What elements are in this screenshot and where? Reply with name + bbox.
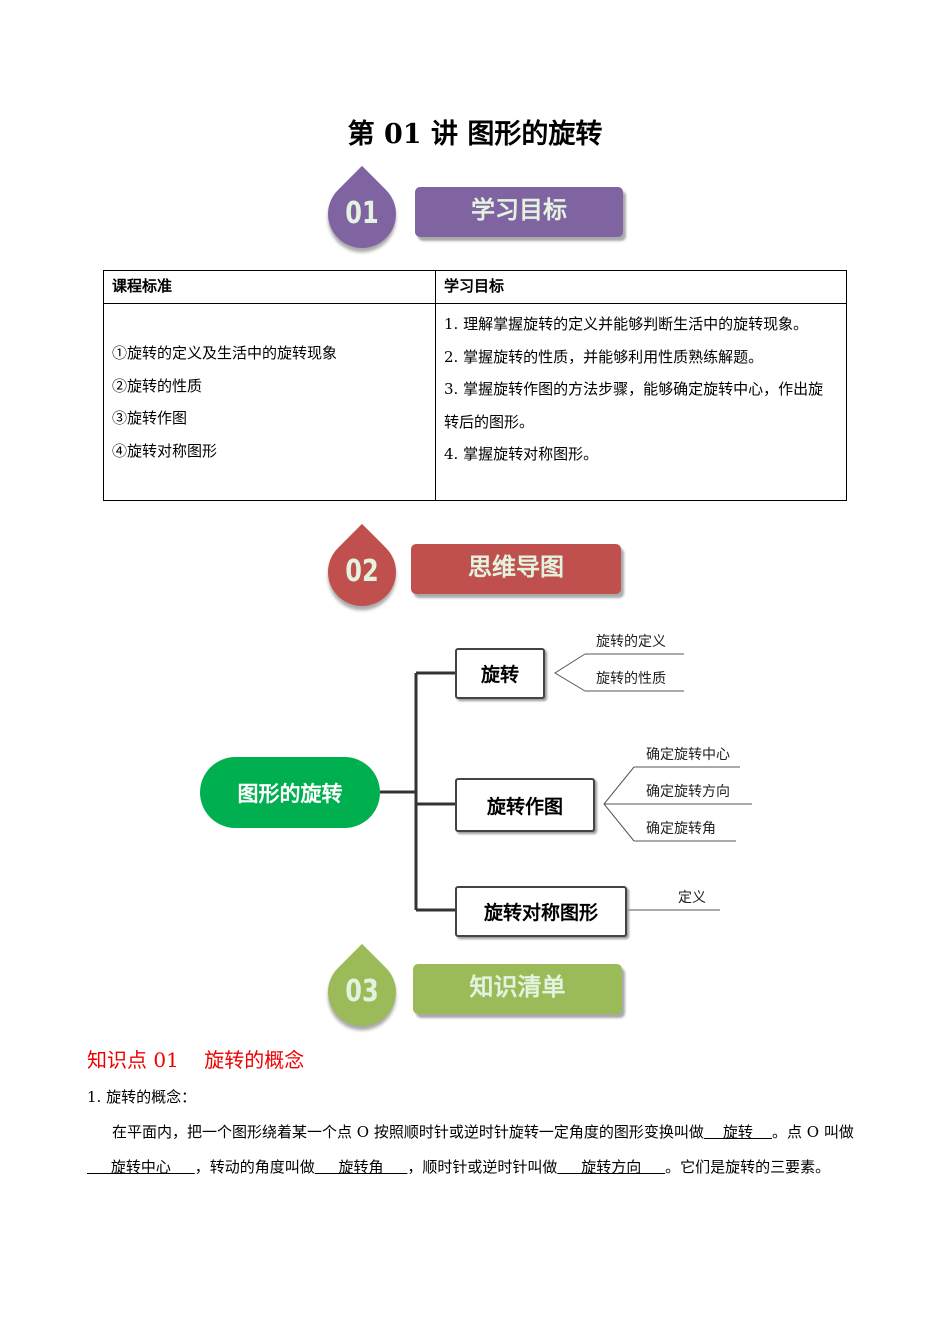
mindmap-branch: 旋转 bbox=[455, 648, 545, 699]
section-number: 02 bbox=[345, 554, 379, 589]
knowledge-item-title: 1. 旋转的概念： bbox=[87, 1088, 197, 1106]
section-number: 01 bbox=[345, 196, 379, 231]
section-title: 思维导图 bbox=[411, 544, 621, 594]
answer-blank: 旋转角 bbox=[314, 1158, 408, 1176]
mindmap-root: 图形的旋转 bbox=[200, 757, 380, 828]
mindmap-branch: 旋转对称图形 bbox=[455, 886, 627, 937]
standard-item: ②旋转的性质 bbox=[112, 376, 203, 395]
mindmap-leaf: 旋转的定义 bbox=[596, 634, 666, 650]
goal-item: 1. 理解掌握旋转的定义并能够判断生活中的旋转现象。 bbox=[444, 315, 809, 333]
objectives-table: 课程标准 学习目标 ①旋转的定义及生活中的旋转现象 ②旋转的性质 ③旋转作图 ④… bbox=[103, 270, 847, 501]
mindmap-leaf: 旋转的性质 bbox=[596, 671, 666, 687]
mindmap-leaf: 定义 bbox=[678, 890, 706, 906]
mindmap-leaf: 确定旋转中心 bbox=[646, 747, 730, 763]
answer-blank: 旋转 bbox=[703, 1123, 772, 1141]
text: ，顺时针或逆时针叫做 bbox=[407, 1158, 558, 1176]
answer-blank: 旋转中心 bbox=[87, 1158, 195, 1176]
standard-item: ①旋转的定义及生活中的旋转现象 bbox=[112, 344, 338, 362]
goal-item: 3. 掌握旋转作图的方法步骤，能够确定旋转中心，作出旋转后的图形。 bbox=[444, 380, 824, 431]
knowledge-point-heading: 知识点 01 旋转的概念 bbox=[87, 1048, 305, 1072]
section-number: 03 bbox=[345, 974, 379, 1009]
goal-item: 4. 掌握旋转对称图形。 bbox=[444, 445, 599, 463]
text: 在平面内，把一个图形绕着某一个点 O 按照顺时针或逆时针旋转一定角度的图形变换叫… bbox=[112, 1123, 704, 1141]
text: 。点 O 叫做 bbox=[772, 1123, 854, 1141]
mindmap-leaf: 确定旋转角 bbox=[646, 821, 716, 837]
knowledge-paragraph: 在平面内，把一个图形绕着某一个点 O 按照顺时针或逆时针旋转一定角度的图形变换叫… bbox=[87, 1115, 877, 1185]
text: ，转动的角度叫做 bbox=[194, 1158, 315, 1176]
standard-item: ④旋转对称图形 bbox=[112, 441, 218, 460]
goal-item: 2. 掌握旋转的性质，并能够利用性质熟练解题。 bbox=[444, 347, 764, 366]
mindmap-leaf: 确定旋转方向 bbox=[646, 784, 730, 800]
mindmap-branch: 旋转作图 bbox=[455, 778, 595, 832]
section-title: 知识清单 bbox=[413, 964, 622, 1014]
section-title: 学习目标 bbox=[415, 187, 623, 237]
text: 。它们是旋转的三要素。 bbox=[665, 1158, 831, 1176]
answer-blank: 旋转方向 bbox=[557, 1158, 666, 1176]
table-header: 学习目标 bbox=[435, 270, 847, 304]
standard-item: ③旋转作图 bbox=[112, 409, 188, 427]
page-title: 第 01 讲 图形的旋转 bbox=[347, 119, 603, 150]
